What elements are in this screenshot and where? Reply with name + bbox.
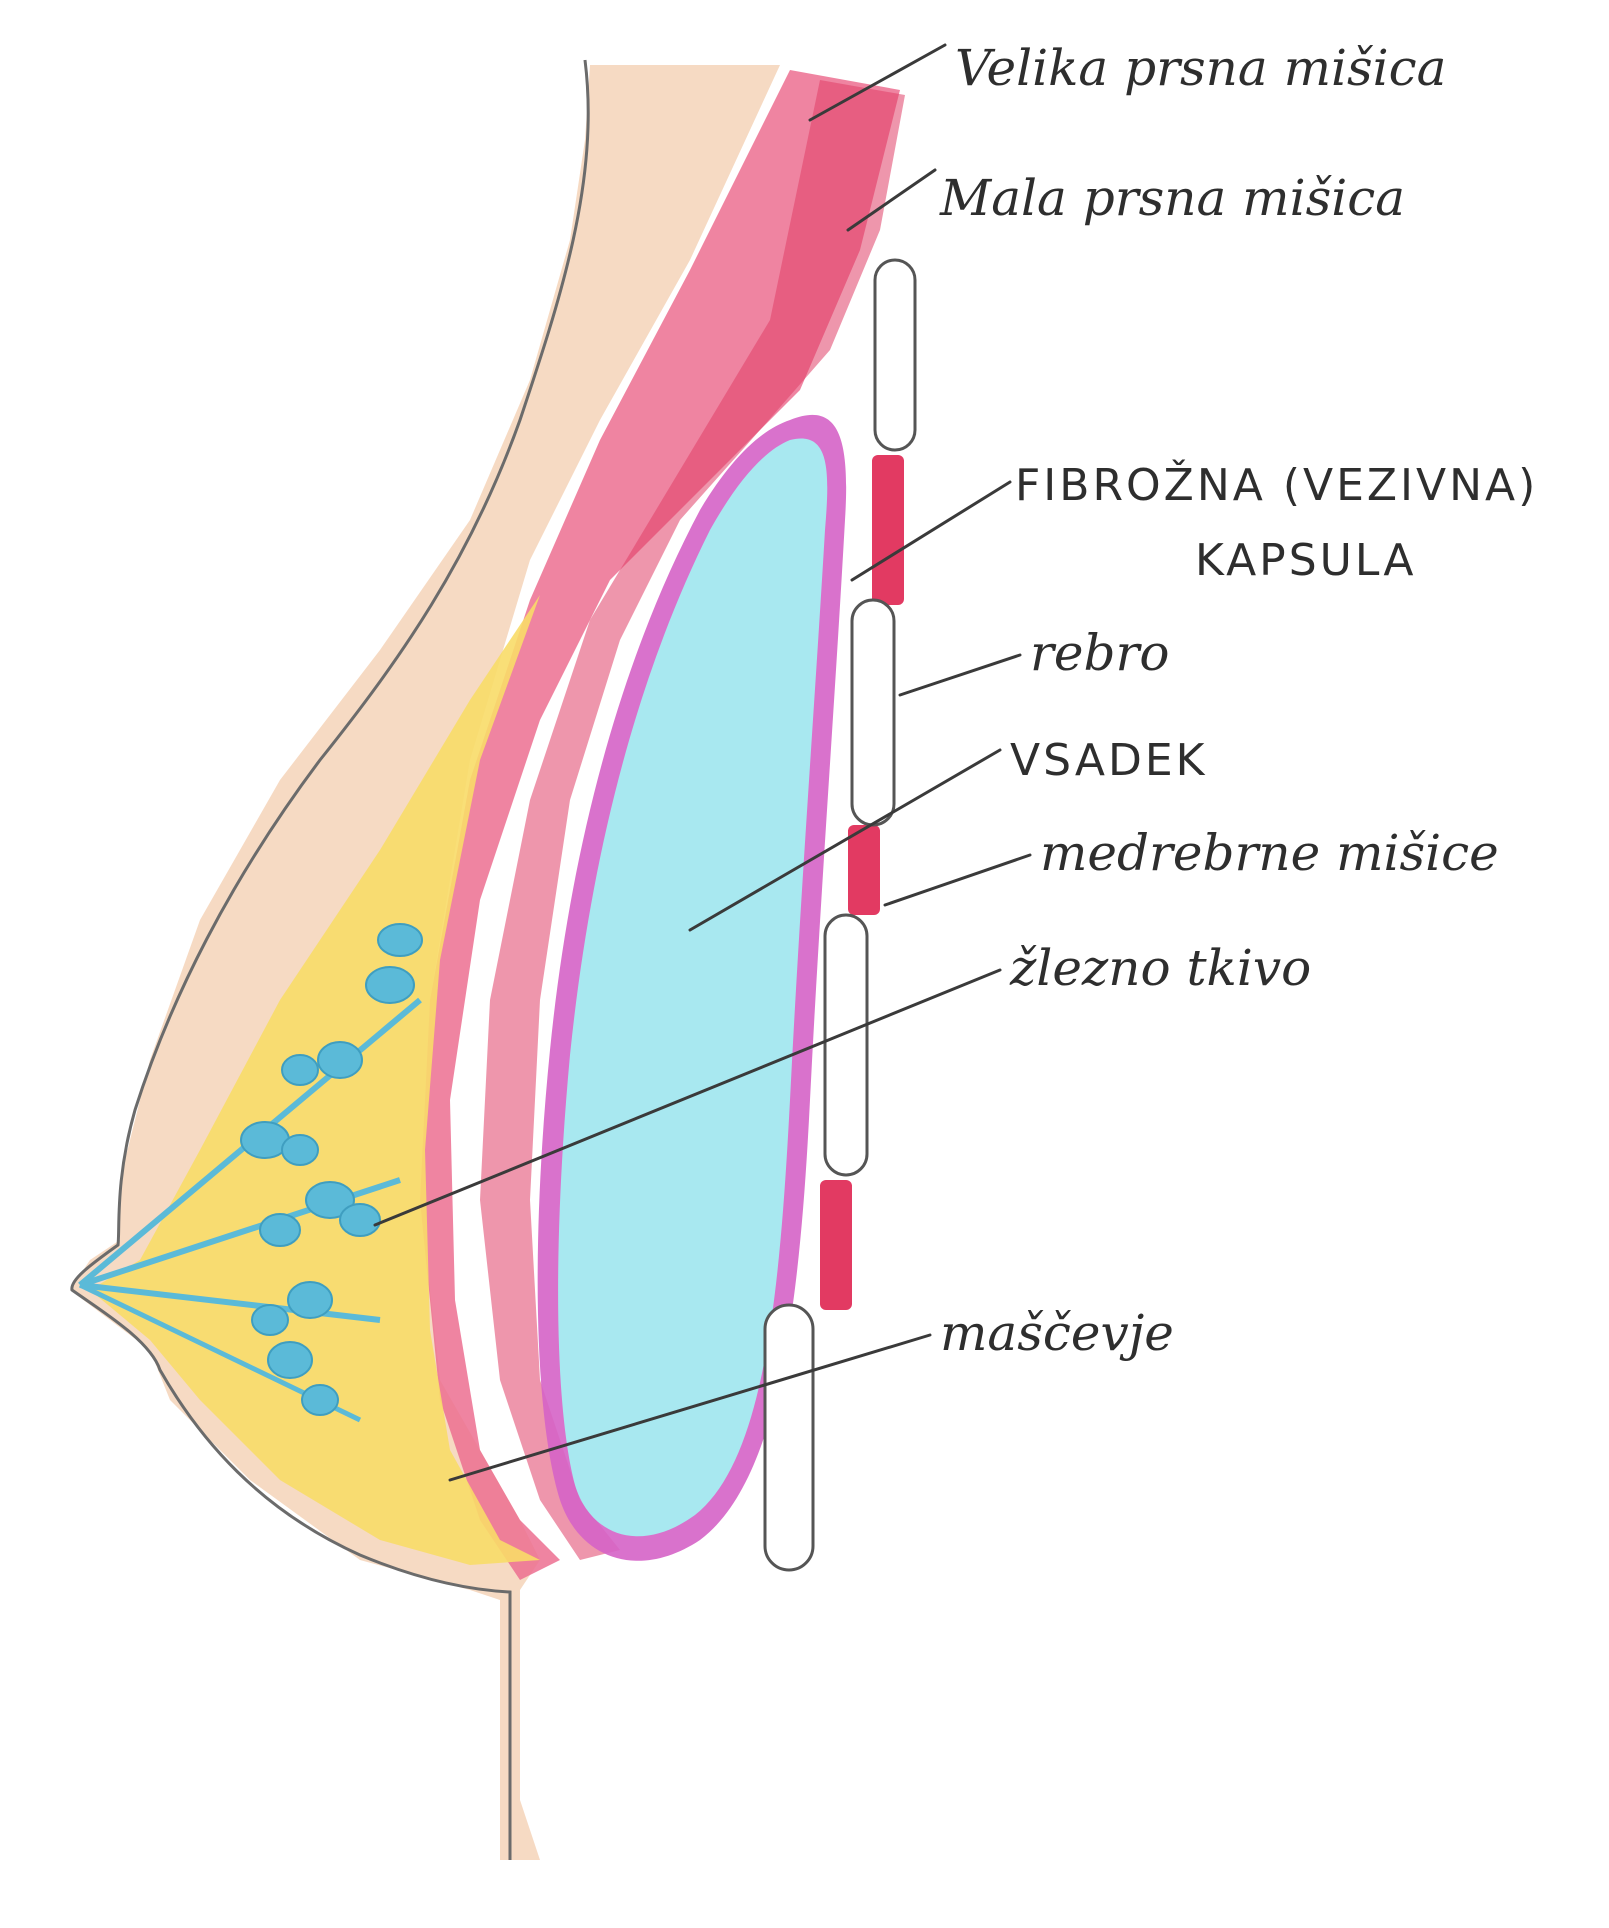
leader-lines	[373, 43, 1032, 1482]
label-rib: rebro	[1030, 624, 1170, 682]
skin-outline	[70, 59, 590, 1860]
pectoralis-minor-muscle	[480, 80, 905, 1560]
rib-segment	[763, 1303, 815, 1572]
label-implant: VSADEK	[1010, 735, 1207, 786]
fat-layer	[90, 595, 540, 1565]
implant	[558, 438, 828, 1537]
intercostal-muscle-segment	[820, 1180, 852, 1310]
rib-segment	[823, 913, 869, 1177]
label-pectoralis-minor: Mala prsna mišica	[939, 169, 1405, 227]
label-intercostal-muscles: medrebrne mišice	[1040, 824, 1499, 882]
label-glandular-tissue: žlezno tkivo	[1009, 939, 1311, 997]
rib-segment	[850, 598, 896, 827]
label-fibrous-capsule-line1: FIBROŽNA (VEZIVNA)	[1015, 458, 1538, 511]
label-fibrous-capsule-line2: KAPSULA	[1195, 535, 1416, 586]
intercostal-muscle-segment	[848, 825, 880, 915]
rib-cage	[763, 258, 917, 1572]
glandular-tissue	[78, 923, 423, 1423]
label-fat: maščevje	[940, 1304, 1174, 1362]
intercostal-muscle-segment	[872, 455, 904, 605]
rib-segment	[873, 258, 917, 452]
label-pectoralis-major: Velika prsna mišica	[955, 39, 1446, 97]
